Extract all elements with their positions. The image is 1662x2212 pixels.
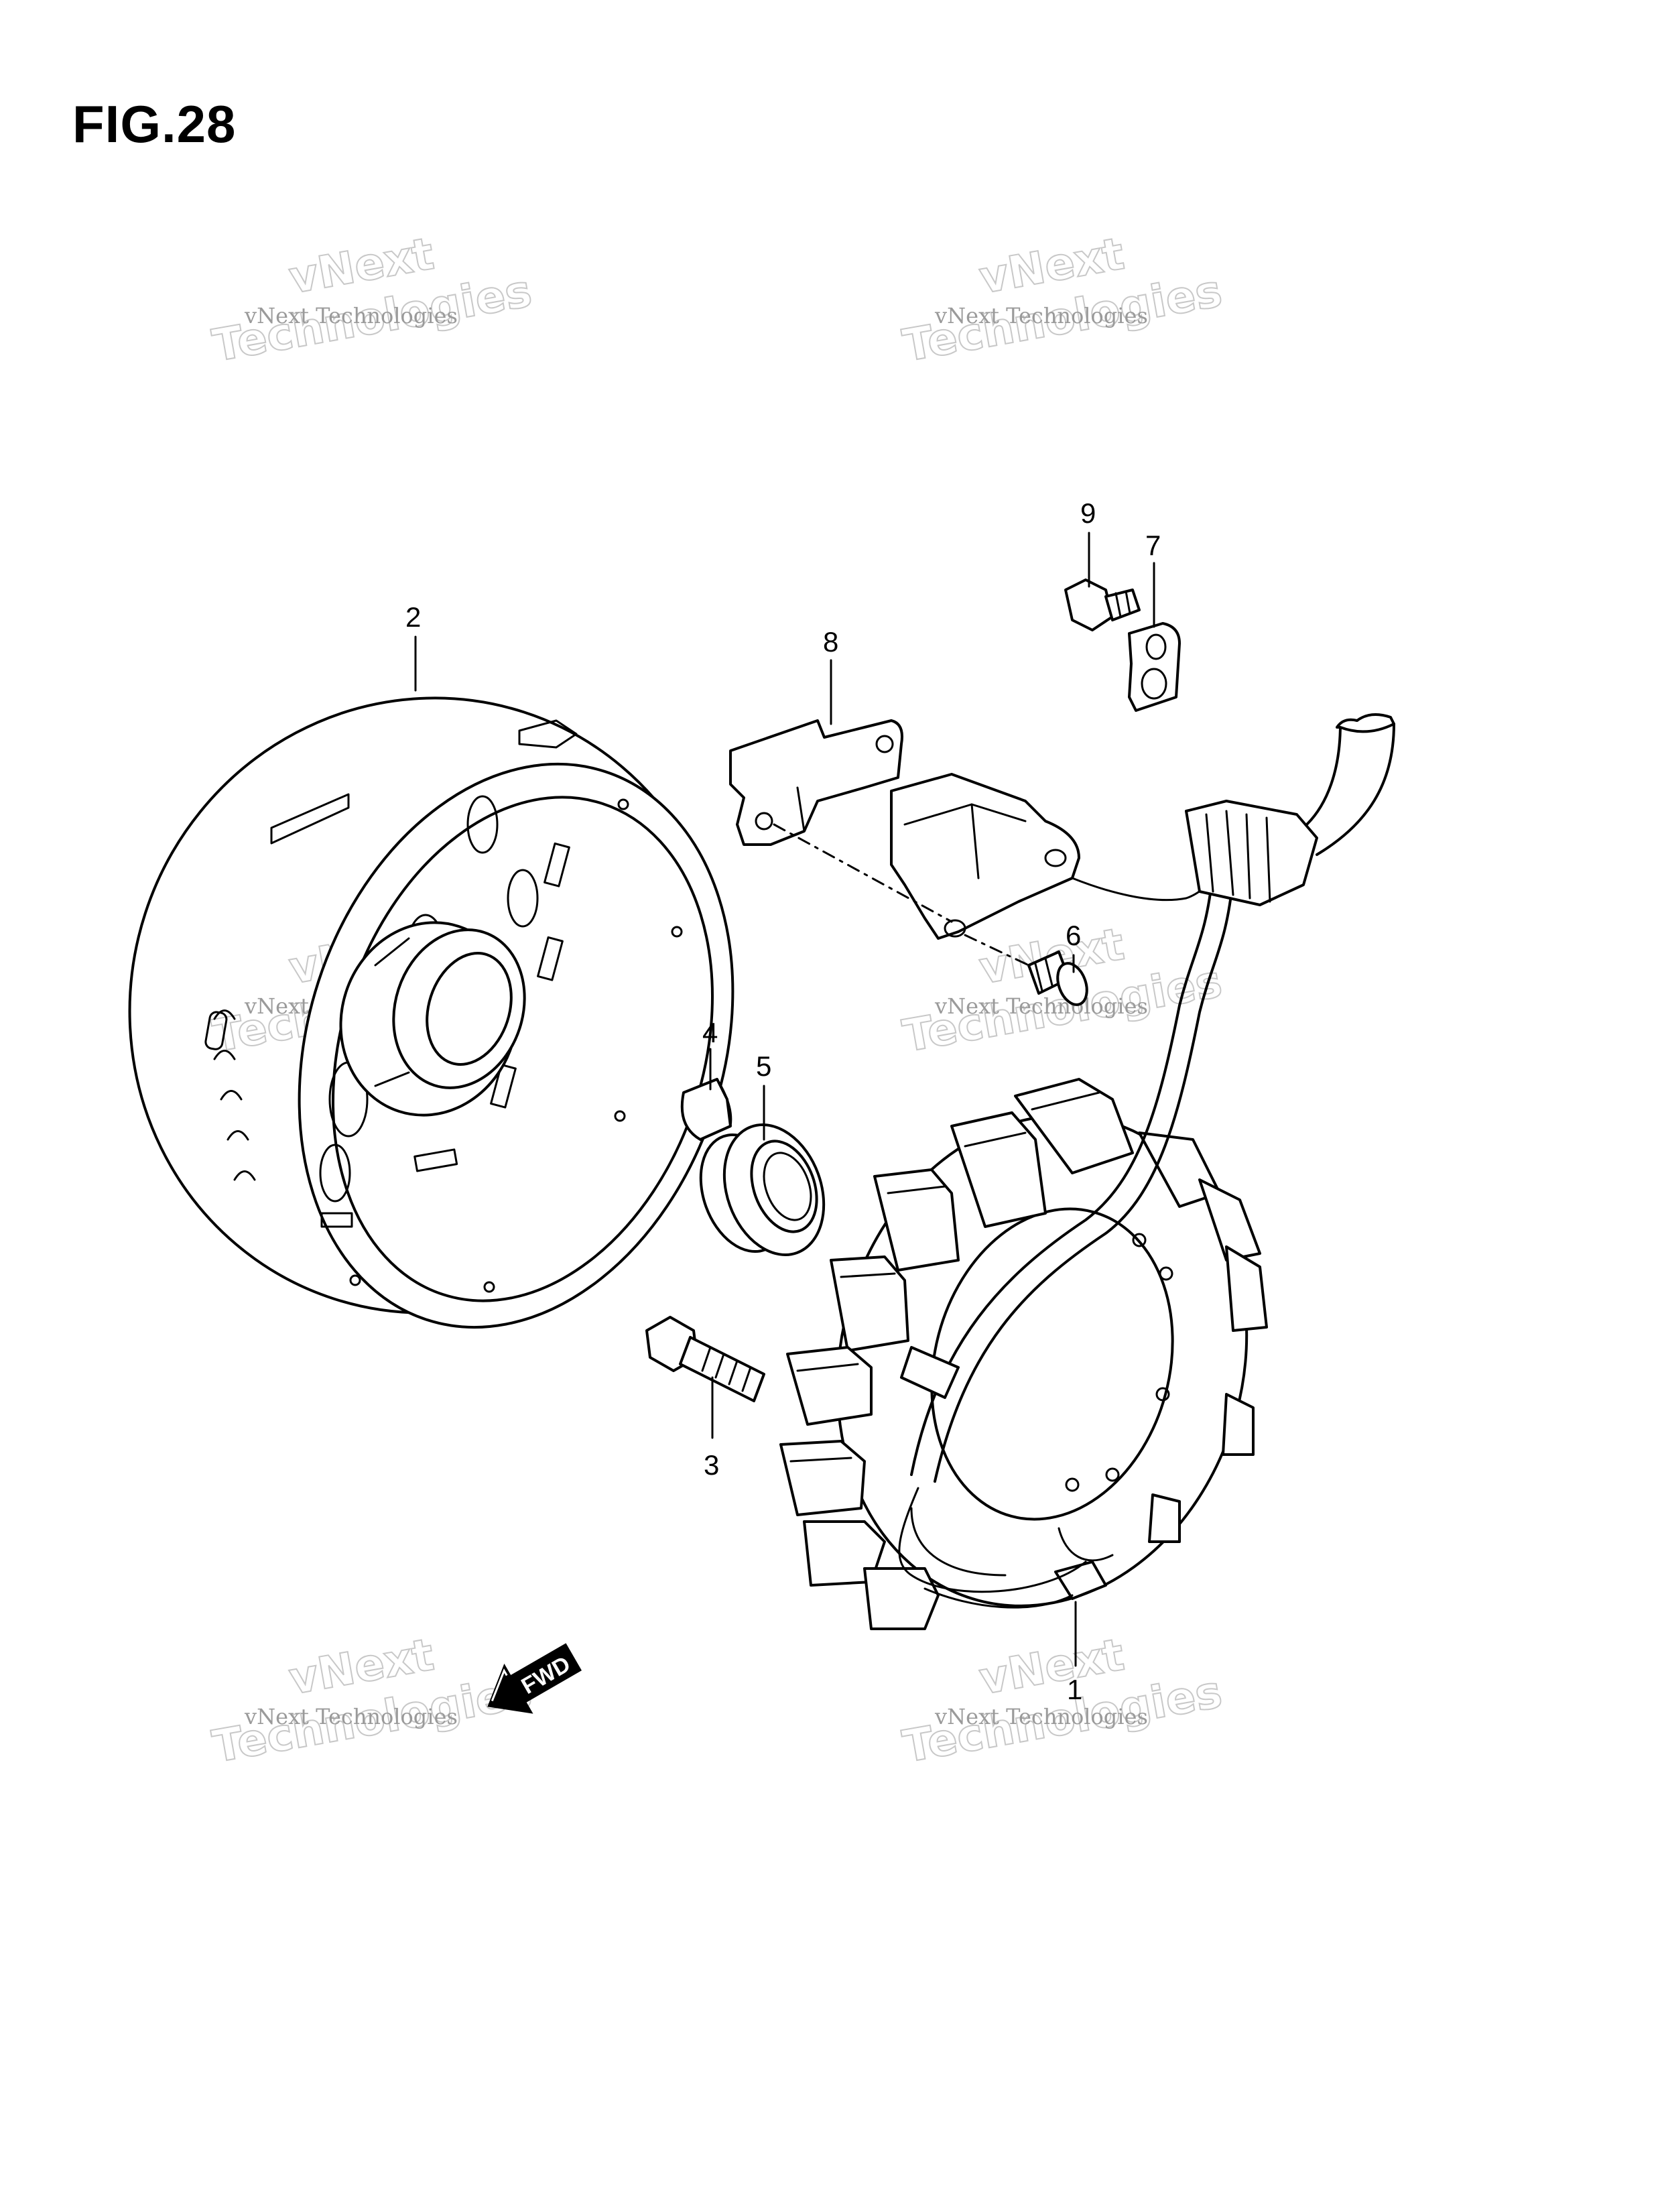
bolt-3-drawing bbox=[645, 1316, 765, 1402]
callout-3: 3 bbox=[704, 1449, 719, 1481]
callout-7: 7 bbox=[1145, 530, 1161, 561]
watermark-small-1: vNext Technologies bbox=[244, 303, 458, 328]
callout-4: 4 bbox=[702, 1017, 718, 1048]
wire-harness-drawing bbox=[898, 713, 1395, 1609]
figure-title: FIG.28 bbox=[72, 95, 237, 153]
watermark-5: vNext Technologies bbox=[208, 1628, 536, 1774]
alignment-line-screw bbox=[964, 934, 1030, 967]
leader-lines bbox=[414, 532, 1155, 1667]
key-4-drawing bbox=[680, 1078, 732, 1141]
callout-1: 1 bbox=[1067, 1674, 1082, 1705]
stator-drawing bbox=[779, 1078, 1268, 1630]
rotor-flywheel-drawing bbox=[128, 696, 734, 1329]
pickup-bracket-drawing bbox=[729, 719, 903, 846]
pickup-coil-drawing bbox=[890, 773, 1080, 940]
alignment-line bbox=[773, 823, 953, 923]
stator-coils bbox=[779, 1078, 1268, 1630]
callout-labels: 2 8 9 7 6 4 5 3 1 bbox=[405, 497, 1161, 1705]
bolt-9-drawing bbox=[1064, 578, 1141, 631]
callout-8: 8 bbox=[823, 626, 838, 658]
callout-6: 6 bbox=[1066, 920, 1081, 951]
watermark-small-6: vNext Technologies bbox=[934, 1704, 1148, 1729]
clamp-7-drawing bbox=[1128, 622, 1181, 712]
screw-6-drawing bbox=[1027, 950, 1088, 1006]
callout-2: 2 bbox=[405, 601, 421, 633]
watermark-6: vNext Technologies bbox=[899, 1628, 1226, 1774]
bushing-5-drawing bbox=[699, 1123, 826, 1256]
watermark-small-5: vNext Technologies bbox=[244, 1704, 458, 1729]
watermark-1: vNext Technologies bbox=[208, 227, 536, 373]
callout-5: 5 bbox=[756, 1050, 771, 1082]
watermark-2: vNext Technologies bbox=[899, 227, 1226, 373]
watermark-small-4: vNext Technologies bbox=[934, 993, 1148, 1019]
watermark-small-2: vNext Technologies bbox=[934, 303, 1148, 328]
callout-9: 9 bbox=[1080, 497, 1096, 529]
